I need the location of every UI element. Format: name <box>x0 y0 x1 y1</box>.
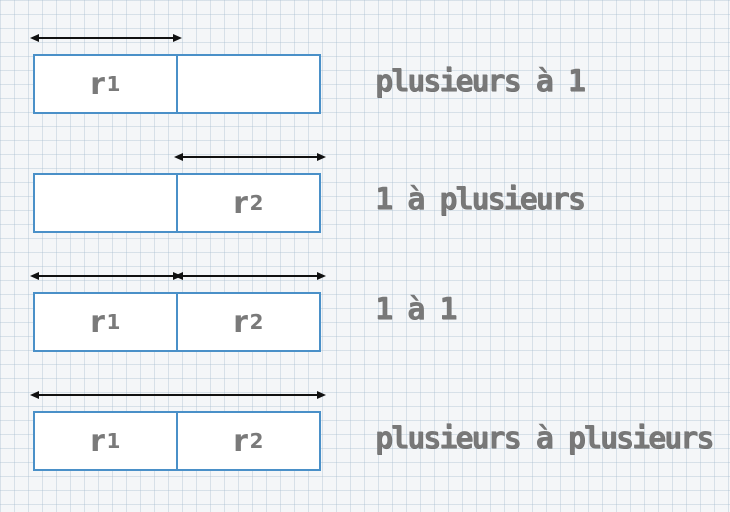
double-arrow-right-half <box>174 153 326 161</box>
double-arrow-right-half <box>174 272 326 280</box>
cardinality-label-plusieurs-a-plusieurs: plusieurs à plusieurs <box>375 421 714 456</box>
cardinality-label-1-a-1: 1 à 1 <box>375 292 457 327</box>
double-arrow-full-width <box>30 391 326 399</box>
cardinality-label-plusieurs-a-1: plusieurs à 1 <box>375 64 586 99</box>
double-arrow-left-half <box>30 34 182 42</box>
double-arrow-left-half <box>30 272 182 280</box>
cardinality-label-1-a-plusieurs: 1 à plusieurs <box>375 182 586 217</box>
cell-empty <box>176 56 319 112</box>
cell-empty <box>35 175 176 231</box>
